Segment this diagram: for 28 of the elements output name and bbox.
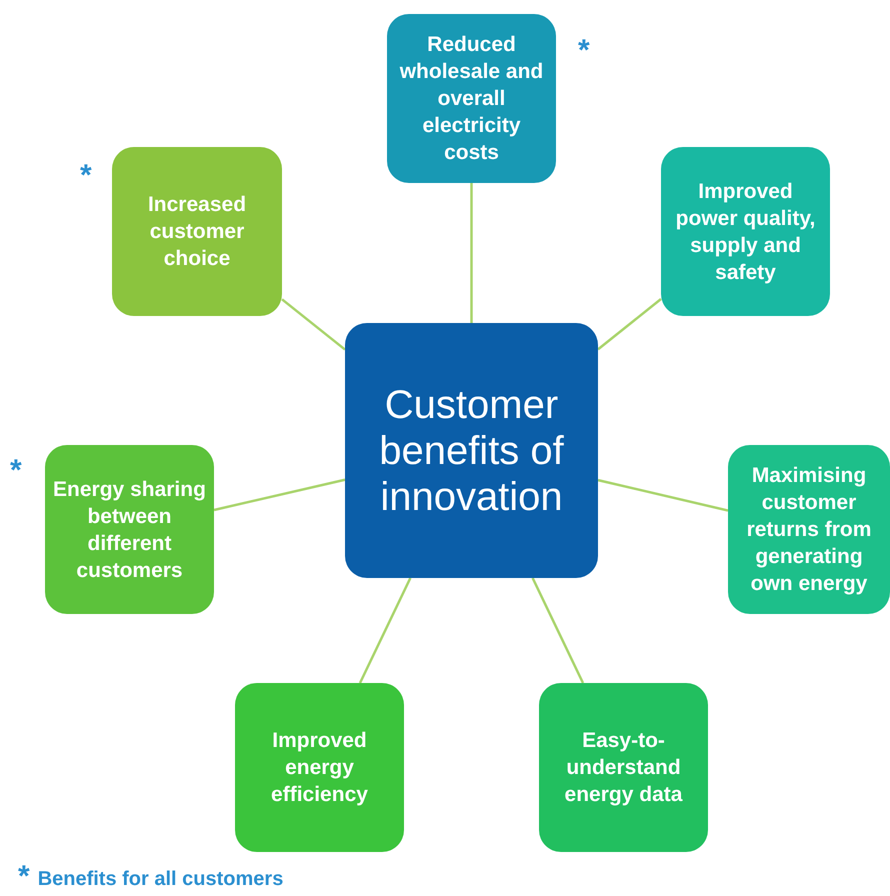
benefit-box (112, 147, 282, 316)
benefit-text: Improved power quality, supply and safety (674, 178, 816, 286)
central-topic-box (345, 323, 598, 578)
connector-line (214, 478, 346, 512)
asterisk-mark: * (80, 161, 92, 191)
topic-title: Customer benefits of innovation (378, 382, 565, 520)
connector-line (470, 183, 473, 323)
asterisk-mark: * (18, 862, 30, 892)
connector-line (358, 577, 412, 684)
benefit-text: Energy sharing between different customers (53, 476, 206, 584)
connector-line (532, 577, 584, 684)
connector-line (598, 478, 728, 512)
benefit-text: Maximising customer returns from generating own energy (746, 463, 872, 597)
connector-line (597, 298, 662, 350)
footnote-text: Benefits for all customers (38, 867, 284, 892)
benefit-box (235, 683, 404, 852)
benefit-box (661, 147, 830, 316)
asterisk-mark: * (578, 36, 590, 66)
benefit-box (539, 683, 708, 852)
benefit-box (387, 14, 556, 183)
asterisk-mark: * (10, 456, 22, 486)
benefit-text: Easy-to-understand energy data (564, 728, 684, 808)
benefit-text: Reduced wholesale and overall electricity costs (398, 32, 544, 166)
connector-line (281, 298, 346, 351)
benefit-box (45, 445, 214, 614)
benefit-text: Increased customer choice (146, 192, 248, 272)
benefit-text: Improved energy efficiency (270, 728, 369, 808)
benefit-box (728, 445, 890, 614)
